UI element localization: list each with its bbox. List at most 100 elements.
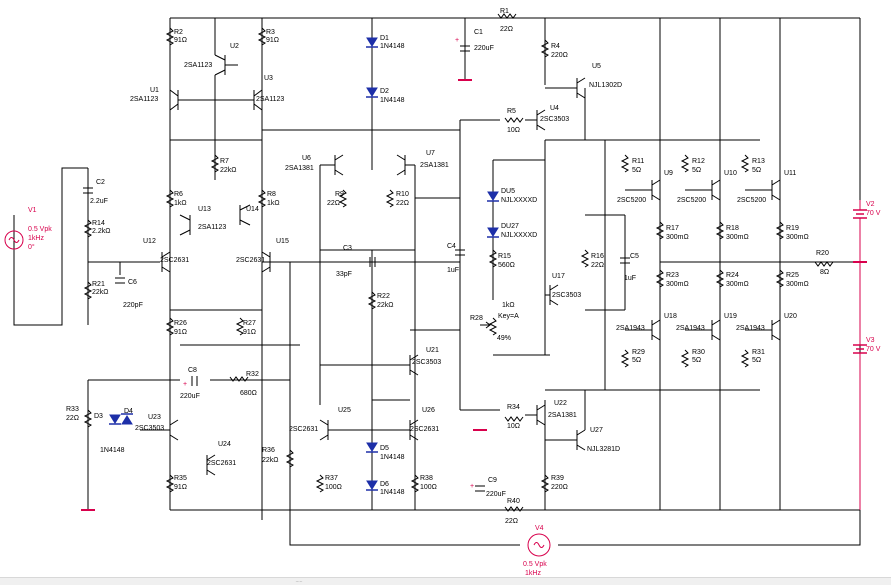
v1-ref: V1 xyxy=(28,207,37,214)
transistor-u7 xyxy=(396,154,415,176)
svg-text:+: + xyxy=(183,381,187,388)
r4-ref: R4 xyxy=(551,43,560,50)
r32-val: 680Ω xyxy=(240,390,257,397)
r6-val: 1kΩ xyxy=(174,200,187,207)
v2-ref: V2 xyxy=(866,201,875,208)
r25-val: 300mΩ xyxy=(786,281,809,288)
u3-val: 2SA1123 xyxy=(256,96,284,103)
r22-val: 22kΩ xyxy=(377,302,394,309)
r7-val: 22kΩ xyxy=(220,167,237,174)
r2-val: 91Ω xyxy=(174,37,187,44)
r40-val: 22Ω xyxy=(505,518,518,525)
u10-val: 2SC5200 xyxy=(677,197,706,204)
r16-ref: R16 xyxy=(591,253,604,260)
transistor-u10 xyxy=(685,179,721,201)
r30-ref: R30 xyxy=(692,349,705,356)
transistor-u2 xyxy=(214,54,238,76)
u7-val: 2SA1381 xyxy=(420,162,449,169)
r11-ref: R11 xyxy=(632,158,644,165)
r29-ref: R29 xyxy=(632,349,645,356)
du27-val: NJLXXXXD xyxy=(501,232,537,239)
r28-key: Key=A xyxy=(498,313,519,320)
u22-val: 2SA1381 xyxy=(548,412,577,419)
v4-ac-source xyxy=(527,533,551,557)
r31-ref: R31 xyxy=(752,349,765,356)
u15-val: 2SC2631 xyxy=(236,257,265,264)
v4-freq: 1kHz xyxy=(525,570,541,577)
transistor-u4 xyxy=(525,109,546,131)
r21-val: 22kΩ xyxy=(92,289,109,296)
c9-ref: C9 xyxy=(488,477,497,484)
r24-ref: R24 xyxy=(726,272,739,279)
u27-ref: U27 xyxy=(590,427,603,434)
u19-val: 2SA1943 xyxy=(676,325,705,332)
u25-ref: U25 xyxy=(338,407,351,414)
v1-freq: 1kHz xyxy=(28,235,44,242)
u4-ref: U4 xyxy=(550,105,559,112)
r27-val: 91Ω xyxy=(243,329,256,336)
u7-ref: U7 xyxy=(426,150,435,157)
c3-val: 33pF xyxy=(336,271,352,278)
horizontal-scrollbar[interactable]: ..... xyxy=(0,577,891,585)
transistor-u25 xyxy=(319,419,372,441)
u9-val: 2SC5200 xyxy=(617,197,646,204)
u11-val: 2SC5200 xyxy=(737,197,766,204)
transistor-u24 xyxy=(206,454,216,476)
r24-val: 300mΩ xyxy=(726,281,749,288)
u26-val: 2SC2631 xyxy=(410,426,439,433)
r28-pct: 49% xyxy=(497,335,511,342)
wires xyxy=(13,17,861,546)
r20-val: 8Ω xyxy=(820,269,829,276)
diode-symbols xyxy=(109,37,499,491)
capacitor-symbols xyxy=(83,45,630,492)
r13-ref: R13 xyxy=(752,158,765,165)
u6-val: 2SA1381 xyxy=(285,165,314,172)
r35-val: 91Ω xyxy=(174,484,187,491)
u18-val: 2SA1943 xyxy=(616,325,645,332)
du5-ref: DU5 xyxy=(501,188,515,195)
u4-val: 2SC3503 xyxy=(540,116,569,123)
du5-val: NJLXXXXD xyxy=(501,197,537,204)
u19-ref: U19 xyxy=(724,313,737,320)
r39-val: 220Ω xyxy=(551,484,568,491)
r16-val: 22Ω xyxy=(591,262,604,269)
r34-val: 10Ω xyxy=(507,423,520,430)
v4-amp: 0.5 Vpk xyxy=(523,561,547,568)
r28-ref: R28 xyxy=(470,315,483,322)
c5-val: 1uF xyxy=(624,275,636,282)
r7-ref: R7 xyxy=(220,158,229,165)
r28-val: 1kΩ xyxy=(502,302,515,309)
u1-ref: U1 xyxy=(150,87,159,94)
u9-ref: U9 xyxy=(664,170,673,177)
du27-ref: DU27 xyxy=(501,223,519,230)
ground-symbols xyxy=(81,79,867,511)
r32-ref: R32 xyxy=(246,371,259,378)
r13-val: 5Ω xyxy=(752,167,761,174)
u13-val: 2SA1123 xyxy=(198,224,226,231)
u5-val: NJL1302D xyxy=(589,82,622,89)
u17-val: 2SC3503 xyxy=(552,292,581,299)
c4-val: 1uF xyxy=(447,267,459,274)
c4-ref: C4 xyxy=(447,243,456,250)
r36-ref: R36 xyxy=(262,447,275,454)
u18-ref: U18 xyxy=(664,313,677,320)
v3-val: 70 V xyxy=(866,346,881,353)
r23-val: 300mΩ xyxy=(666,281,689,288)
u15-ref: U15 xyxy=(276,238,289,245)
transistor-u22 xyxy=(525,404,546,426)
scrollbar-grip[interactable]: ..... xyxy=(295,578,303,584)
r11-val: 5Ω xyxy=(632,167,641,174)
r26-val: 91Ω xyxy=(174,329,187,336)
u14-ref: U14 xyxy=(246,206,259,213)
resistor-symbols xyxy=(83,13,834,512)
r10-ref: R10 xyxy=(396,191,409,198)
transistor-u6 xyxy=(320,154,344,176)
u12-val: 2SC2631 xyxy=(160,257,189,264)
transistor-u18 xyxy=(625,319,661,341)
r40-ref: R40 xyxy=(507,498,520,505)
u11-ref: U11 xyxy=(784,170,796,177)
transistor-u9 xyxy=(625,179,661,201)
r26-ref: R26 xyxy=(174,320,187,327)
u25-val: 2SC2631 xyxy=(289,426,318,433)
